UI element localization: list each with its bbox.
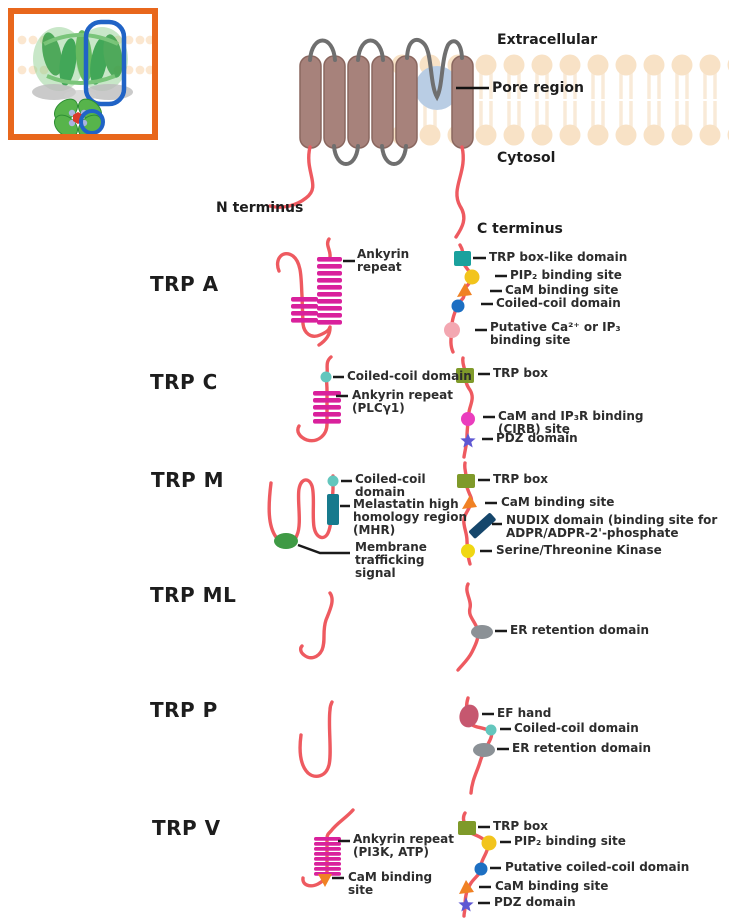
label-trpm-trafficking: Membrane trafficking signal [355, 540, 427, 580]
pore-region-label: Pore region [492, 80, 584, 96]
putative-coiled-coil-icon [474, 862, 488, 876]
trpa-leader-dashes [343, 256, 507, 332]
helix-loops [308, 37, 464, 166]
putative-binding-icon [444, 322, 460, 338]
trpp-structures [298, 696, 511, 795]
ef-hand-icon [459, 704, 479, 728]
c-terminus-label: C terminus [477, 221, 563, 237]
pdz-domain-star-icon [458, 897, 474, 912]
er-retention-icon [473, 743, 495, 757]
label-trpa-cam: CaM binding site [505, 283, 619, 297]
label-trpv-pip2: PIP₂ binding site [514, 834, 626, 848]
label-trpm-cam: CaM binding site [501, 495, 615, 509]
trpml-n-chain [299, 591, 334, 660]
label-trpm-coiled-coil: Coiled-coil domain [355, 472, 426, 499]
row-title-trpml: TRP ML [150, 583, 237, 607]
cam-binding-arrow-icon [459, 880, 474, 894]
label-trpa-trp-box-like: TRP box-like domain [489, 250, 628, 264]
label-trpc-pdz: PDZ domain [496, 431, 578, 445]
journal-logo [8, 8, 158, 140]
label-trpp-coiled-coil: Coiled-coil domain [514, 721, 639, 735]
kinase-icon [461, 544, 475, 558]
trpm-structures [267, 461, 502, 566]
coiled-coil-dot-icon [320, 371, 332, 383]
label-trpv-trp-box: TRP box [493, 819, 548, 833]
trpa-ankyrin-stacks [291, 257, 342, 325]
logo-protein-ribbon [32, 27, 133, 102]
cytosol-label: Cytosol [497, 150, 556, 166]
cam-binding-arrow-icon [457, 283, 472, 297]
coiled-coil-domain-icon [451, 299, 465, 313]
label-trpm-kinase: Serine/Threonine Kinase [496, 543, 662, 557]
label-trpp-ef-hand: EF hand [497, 706, 552, 720]
label-trpv-cam-c: CaM binding site [495, 879, 609, 893]
mhr-icon [327, 494, 339, 525]
logo-clover [53, 98, 105, 138]
row-title-trpc: TRP C [150, 370, 218, 394]
trpa-structures [275, 237, 507, 354]
label-trpa-putative: Putative Ca²⁺ or IP₃ binding site [490, 320, 621, 347]
trpv-structures [301, 808, 511, 918]
label-trpc-coiled-coil: Coiled-coil domain [347, 369, 472, 383]
trpc-ankyrin-stack [313, 391, 341, 424]
trpa-n-chain [275, 237, 332, 347]
row-title-trpm: TRP M [151, 468, 225, 492]
transmembrane-helices [299, 55, 474, 149]
label-trpm-mhr: Melastatin high homology region (MHR) [353, 497, 468, 537]
trpm-leader-dashes [297, 478, 502, 555]
trpp-leader-dashes [482, 712, 511, 751]
pore-region-icon [415, 66, 459, 110]
trp-box-icon [458, 821, 476, 835]
trp-box-icon [456, 368, 474, 383]
label-trpv-putative-cc: Putative coiled-coil domain [505, 860, 690, 874]
cam-binding-arrow-icon [462, 495, 477, 509]
coiled-coil-dot-icon [327, 475, 339, 487]
nudix-domain-icon [469, 513, 496, 539]
label-trpv-ankyrin: Ankyrin repeat (PI3K, ATP) [353, 832, 455, 859]
row-title-trpv: TRP V [152, 816, 221, 840]
label-trpv-cam-n: CaM binding site [348, 870, 433, 897]
trpv-leader-dashes [332, 825, 511, 905]
trpc-structures [296, 355, 495, 459]
trp-box-like-domain-icon [454, 251, 471, 266]
label-trpv-pdz: PDZ domain [494, 895, 576, 909]
cam-binding-arrow-icon [318, 874, 332, 887]
n-terminus-label: N terminus [216, 200, 304, 216]
label-trpa-coiled-coil: Coiled-coil domain [496, 296, 621, 310]
cirb-site-icon [461, 412, 475, 426]
trp-box-icon [457, 474, 475, 488]
er-retention-icon [471, 625, 493, 639]
label-trpa-ankyrin-repeat: Ankyrin repeat [357, 247, 410, 274]
label-trpa-pip2: PIP₂ binding site [510, 268, 622, 282]
logo-blue-frame [83, 19, 127, 107]
trpc-leader-dashes [333, 372, 495, 441]
trpp-n-chain [298, 700, 334, 778]
pdz-domain-star-icon [460, 433, 476, 448]
membrane-trafficking-icon [274, 533, 298, 549]
trpv-ankyrin-stack [314, 837, 341, 876]
trpm-n-chain [267, 474, 335, 546]
terminal-tails [268, 145, 466, 239]
label-trpm-nudix: NUDIX domain (binding site for ADPR/ADPR… [506, 513, 718, 540]
extracellular-label: Extracellular [497, 32, 598, 48]
label-trpc-trp-box: TRP box [493, 366, 548, 380]
label-trpml-er-retention: ER retention domain [510, 623, 649, 637]
label-trpc-ankyrin: Ankyrin repeat (PLCγ1) [352, 388, 454, 415]
pip2-binding-icon [464, 269, 480, 285]
pip2-binding-icon [481, 835, 497, 851]
coiled-coil-dot-icon [485, 724, 497, 736]
logo-graphic [17, 19, 155, 138]
row-title-trpp: TRP P [150, 698, 218, 722]
row-title-trpa: TRP A [150, 272, 219, 296]
label-trpp-er-retention: ER retention domain [512, 741, 651, 755]
label-trpc-cirb: CaM and IP₃R binding (CIRB) site [498, 409, 644, 436]
trpml-structures [299, 582, 507, 672]
label-trpm-trp-box: TRP box [493, 472, 548, 486]
